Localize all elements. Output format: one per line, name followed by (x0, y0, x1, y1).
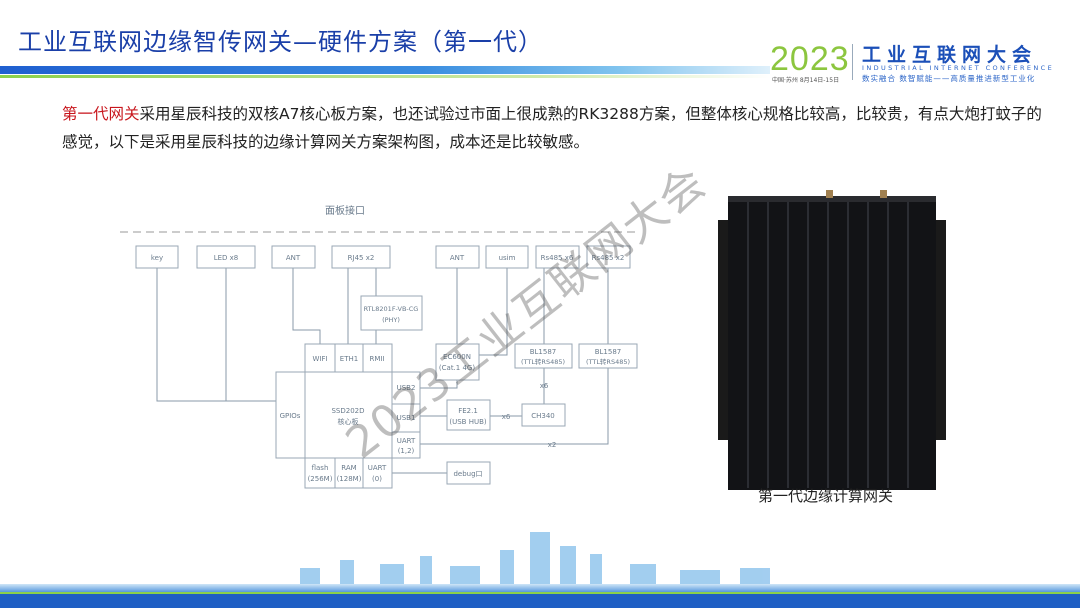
box-flash: flash (312, 464, 329, 472)
box-key: key (151, 254, 163, 262)
photo-caption: 第一代边缘计算网关 (758, 487, 894, 505)
box-ram: RAM (341, 464, 356, 472)
box-flash-size: (256M) (308, 475, 333, 483)
box-usb2: USB2 (397, 384, 416, 392)
logo-slogan: 数实融合 数智赋能——高质量推进新型工业化 (862, 74, 1036, 83)
box-usb-hub: FE2.1 (458, 407, 478, 415)
logo-name-en: INDUSTRIAL INTERNET CONFERENCE (862, 64, 1055, 72)
box-eth1: ETH1 (340, 355, 358, 363)
box-usim: usim (499, 254, 516, 262)
intro-paragraph: 第一代网关采用星辰科技的双核A7核心板方案，也还试验过市面上很成熟的RK3288… (62, 100, 1042, 156)
label-x2: x2 (548, 441, 557, 449)
box-rj45: RJ45 x2 (348, 254, 375, 262)
box-bl1587-1: BL1587 (530, 348, 557, 356)
label-x6-horizontal: x6 (502, 413, 511, 421)
box-gpios: GPIOs (280, 412, 301, 420)
intro-text: 采用星辰科技的双核A7核心板方案，也还试验过市面上很成熟的RK3288方案，但整… (62, 105, 1042, 151)
box-uart12-ports: (1,2) (398, 447, 415, 455)
box-bl1587-2: BL1587 (595, 348, 622, 356)
footer-skyline (0, 532, 1080, 608)
box-core-name: SSD202D (331, 407, 364, 415)
box-wifi: WIFI (312, 355, 327, 363)
box-uart0: UART (368, 464, 387, 472)
panel-interface-label: 面板接口 (325, 204, 365, 217)
box-ec600n: EC600N (443, 353, 471, 361)
label-x6-vertical: x6 (540, 382, 549, 390)
logo-name-cn: 工业互联网大会 (862, 44, 1038, 66)
box-rs485-x6: Rs485 x6 (541, 254, 574, 262)
box-uart0-port: (0) (372, 475, 382, 483)
box-ant-4g: ANT (450, 254, 465, 262)
box-debug: debug口 (453, 470, 482, 478)
box-ch340: CH340 (531, 412, 555, 420)
title-underline-green (0, 75, 770, 78)
title-underline (0, 66, 770, 74)
box-usb1: USB1 (397, 414, 416, 422)
box-bl1587-2-label: (TTL转RS485) (586, 357, 630, 366)
box-usb-hub-label: (USB HUB) (449, 418, 487, 426)
box-bl1587-1-label: (TTL转RS485) (521, 357, 565, 366)
box-ram-size: (128M) (337, 475, 362, 483)
logo-location: 中国·苏州 8月14日-15日 (772, 77, 840, 84)
box-uart12: UART (397, 437, 416, 445)
box-ant-wifi: ANT (286, 254, 301, 262)
box-rmii: RMII (369, 355, 384, 363)
slide-title: 工业互联网边缘智传网关—硬件方案（第一代） (18, 28, 543, 56)
logo-year: 2023 (770, 40, 850, 78)
box-core-label: 核心板 (338, 417, 359, 426)
gateway-photo (718, 190, 946, 490)
box-phy-name: RTL8201F-VB-CG (364, 305, 419, 313)
conference-logo: 2023 中国·苏州 8月14日-15日 工业互联网大会 INDUSTRIAL … (770, 40, 1070, 84)
intro-highlight: 第一代网关 (62, 105, 140, 123)
box-phy-label: (PHY) (382, 316, 400, 324)
box-led: LED x8 (214, 254, 239, 262)
box-rs485-x2: Rs485 x2 (592, 254, 625, 262)
box-ec600n-label: (Cat.1 4G) (439, 364, 475, 372)
